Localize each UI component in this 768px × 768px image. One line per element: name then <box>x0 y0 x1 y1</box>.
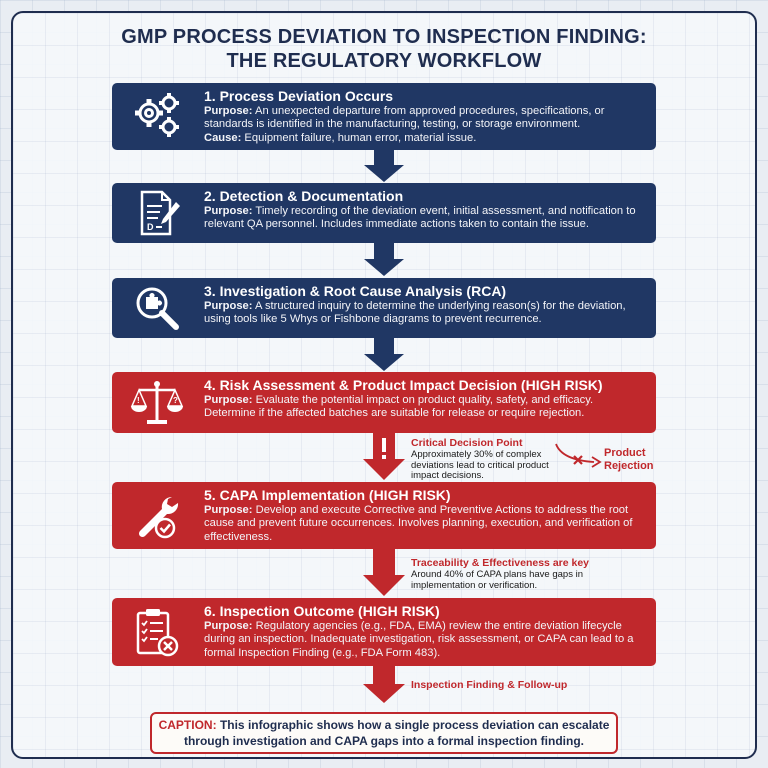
caption-text: This infographic shows how a single proc… <box>183 718 610 748</box>
step-1-box: 1. Process Deviation Occurs Purpose: An … <box>112 83 656 150</box>
rejection-arrow-icon <box>555 443 602 468</box>
step-2-box: D 2. Detection & Documentation Purpose: … <box>112 183 656 243</box>
critical-decision-text: Approximately 30% of complex deviations … <box>411 449 549 481</box>
finding-note: Inspection Finding & Follow-up <box>411 679 611 692</box>
step-4-purpose: Purpose: Evaluate the potential impact o… <box>204 394 594 420</box>
caption-box: CAPTION: This infographic shows how a si… <box>150 712 618 754</box>
document-pen-icon: D <box>112 183 202 243</box>
critical-decision-note: Critical Decision Point Approximately 30… <box>411 437 561 482</box>
traceability-note: Traceability & Effectiveness are key Aro… <box>411 557 601 591</box>
step-2-title: 2. Detection & Documentation <box>204 188 404 204</box>
svg-text:!: ! <box>137 396 140 405</box>
step-6-box: 6. Inspection Outcome (HIGH RISK) Purpos… <box>112 598 656 666</box>
page-title: GMP PROCESS DEVIATION TO INSPECTION FIND… <box>121 26 647 48</box>
product-rejection-label: Product Rejection <box>604 447 654 472</box>
svg-text:D: D <box>147 222 154 232</box>
step-6-title: 6. Inspection Outcome (HIGH RISK) <box>204 603 440 619</box>
svg-text:?: ? <box>173 396 178 405</box>
wrench-check-icon <box>112 482 202 549</box>
step-1-cause: Cause: Equipment failure, human error, m… <box>204 131 477 144</box>
flow-arrow-1 <box>364 150 404 182</box>
scales-icon: ! ? <box>112 372 202 433</box>
flow-arrow-4 <box>363 433 405 480</box>
gears-icon <box>112 83 202 150</box>
step-1-purpose: Purpose: An unexpected departure from ap… <box>204 105 605 131</box>
flow-arrow-3 <box>364 338 404 371</box>
step-3-box: 3. Investigation & Root Cause Analysis (… <box>112 278 656 338</box>
flow-arrow-2 <box>364 243 404 276</box>
caption-label: CAPTION: <box>158 718 217 732</box>
step-3-purpose: Purpose: A structured inquiry to determi… <box>204 300 626 326</box>
page-subtitle: THE REGULATORY WORKFLOW <box>226 50 542 72</box>
step-6-purpose: Purpose: Regulatory agencies (e.g., FDA,… <box>204 620 634 659</box>
clipboard-x-icon <box>112 598 202 666</box>
finding-title: Inspection Finding & Follow-up <box>411 679 568 691</box>
flow-arrow-6 <box>363 666 405 703</box>
flow-arrow-5 <box>363 549 405 596</box>
step-2-purpose: Purpose: Timely recording of the deviati… <box>204 205 636 231</box>
step-4-box: ! ? 4. Risk Assessment & Product Impact … <box>112 372 656 433</box>
critical-decision-title: Critical Decision Point <box>411 437 523 449</box>
step-3-title: 3. Investigation & Root Cause Analysis (… <box>204 283 507 299</box>
step-1-title: 1. Process Deviation Occurs <box>204 88 394 104</box>
magnifier-puzzle-icon <box>112 278 202 338</box>
traceability-title: Traceability & Effectiveness are key <box>411 557 590 569</box>
step-5-purpose: Purpose: Develop and execute Corrective … <box>204 504 633 543</box>
step-4-title: 4. Risk Assessment & Product Impact Deci… <box>204 377 603 393</box>
step-5-box: 5. CAPA Implementation (HIGH RISK) Purpo… <box>112 482 656 549</box>
traceability-text: Around 40% of CAPA plans have gaps in im… <box>411 569 583 591</box>
step-5-title: 5. CAPA Implementation (HIGH RISK) <box>204 487 451 503</box>
